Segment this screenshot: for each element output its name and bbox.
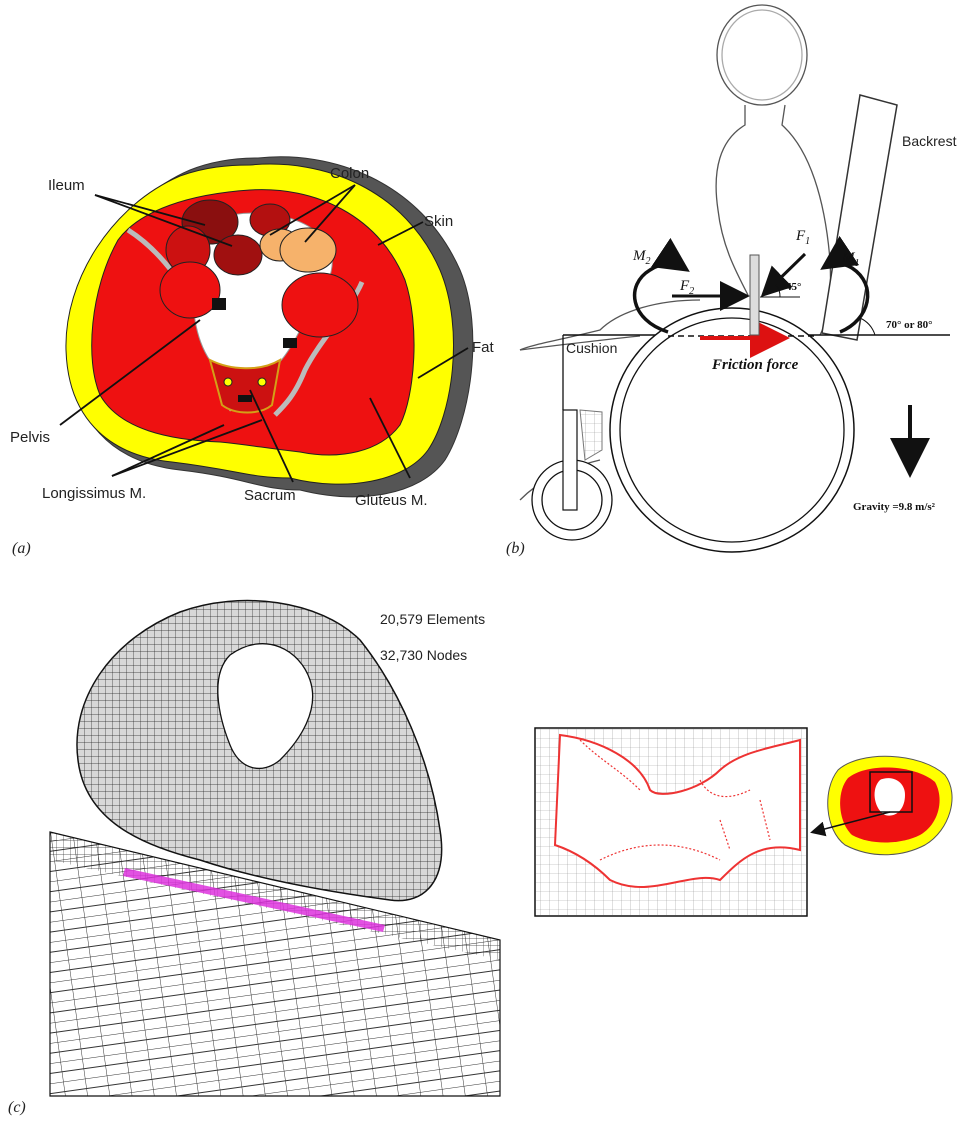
gluteus-label: Gluteus M. [355, 492, 428, 509]
longissimus-label: Longissimus M. [42, 485, 146, 502]
panel-c-label: (c) [8, 1099, 26, 1116]
backrest [822, 95, 897, 340]
fat-label: Fat [472, 339, 495, 356]
sacrum-label: Sacrum [244, 487, 296, 504]
panel-b-label: (b) [506, 540, 525, 557]
f2-label: F2 [679, 278, 694, 297]
wheel-outer [610, 308, 854, 552]
seat-angle-label: 70° or 80° [886, 319, 932, 331]
zoom-inset [535, 728, 807, 916]
skin-label: Skin [424, 213, 453, 230]
friction-label: Friction force [711, 357, 799, 373]
pelvis-label: Pelvis [10, 429, 50, 446]
f1-label: F1 [795, 228, 810, 247]
cushion-label: Cushion [566, 340, 617, 356]
colon-label: Colon [330, 165, 369, 182]
panel-a-label: (a) [12, 540, 31, 557]
m2-label: M2 [632, 248, 651, 267]
panel-c-mesh: 20,579 Elements 32,730 Nodes (c) [8, 601, 952, 1116]
nodes-count: 32,730 Nodes [380, 647, 467, 663]
cross-section-thumbnail [828, 756, 952, 854]
angle-45-label: 45° [786, 281, 801, 293]
elements-count: 20,579 Elements [380, 611, 485, 627]
gravity-label: Gravity =9.8 m/s² [853, 501, 936, 513]
panel-b-wheelchair: Backrest Cushion Friction force F2 F1 45… [506, 5, 957, 557]
backrest-label: Backrest [902, 133, 957, 149]
ileum-label: Ileum [48, 177, 85, 194]
panel-a-anatomy: Ileum Colon Skin Fat Pelvis Longissimus … [10, 157, 495, 557]
